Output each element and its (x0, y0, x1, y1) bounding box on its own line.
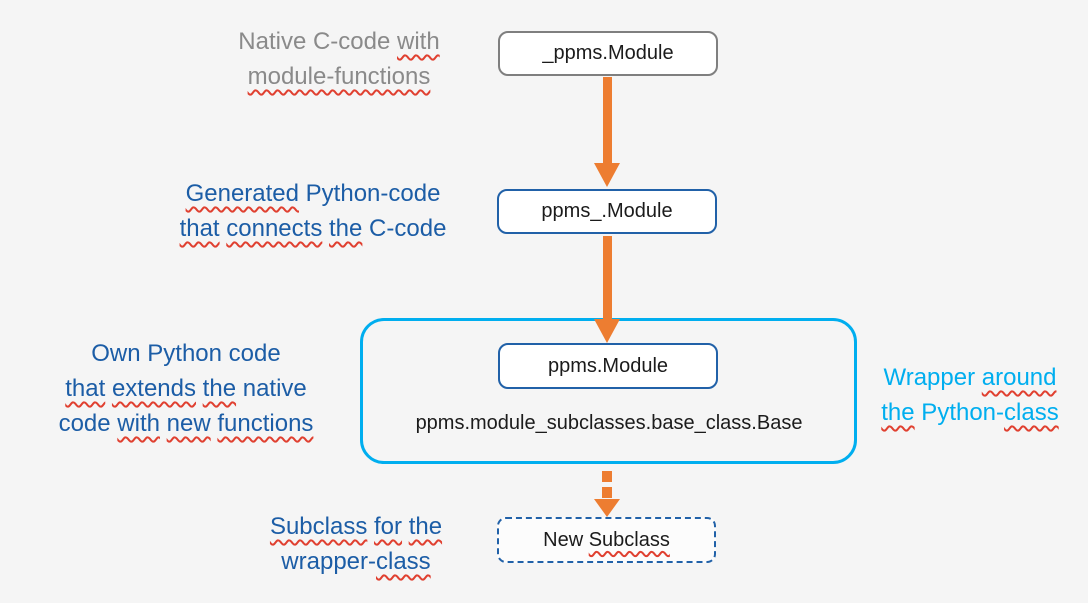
node-label: _ppms.Module (542, 42, 674, 64)
base-class-path-text: ppms.module_subclasses.base_class.Base (415, 412, 803, 434)
node-ppms-native-module: _ppms.Module (498, 31, 718, 76)
node-ppms-wrapper-module: ppms.Module (498, 343, 718, 389)
arrow-wrapper-to-subclass-head (594, 499, 620, 517)
arrow-wrapper-to-subclass-dash (602, 487, 612, 498)
node-ppms-generated-module: ppms_.Module (497, 189, 717, 234)
arrow-generated-to-wrapper-shaft (603, 236, 612, 320)
node-label: ppms_.Module (541, 200, 673, 222)
node-new-subclass: New Subclass (497, 517, 716, 563)
node-label: ppms.Module (547, 354, 669, 377)
node-label: New Subclass (543, 528, 670, 551)
arrow-wrapper-to-subclass-dash (602, 471, 612, 482)
arrow-native-to-generated-head (594, 163, 620, 187)
arrow-native-to-generated-shaft (603, 77, 612, 164)
arrow-generated-to-wrapper-head (594, 319, 620, 343)
